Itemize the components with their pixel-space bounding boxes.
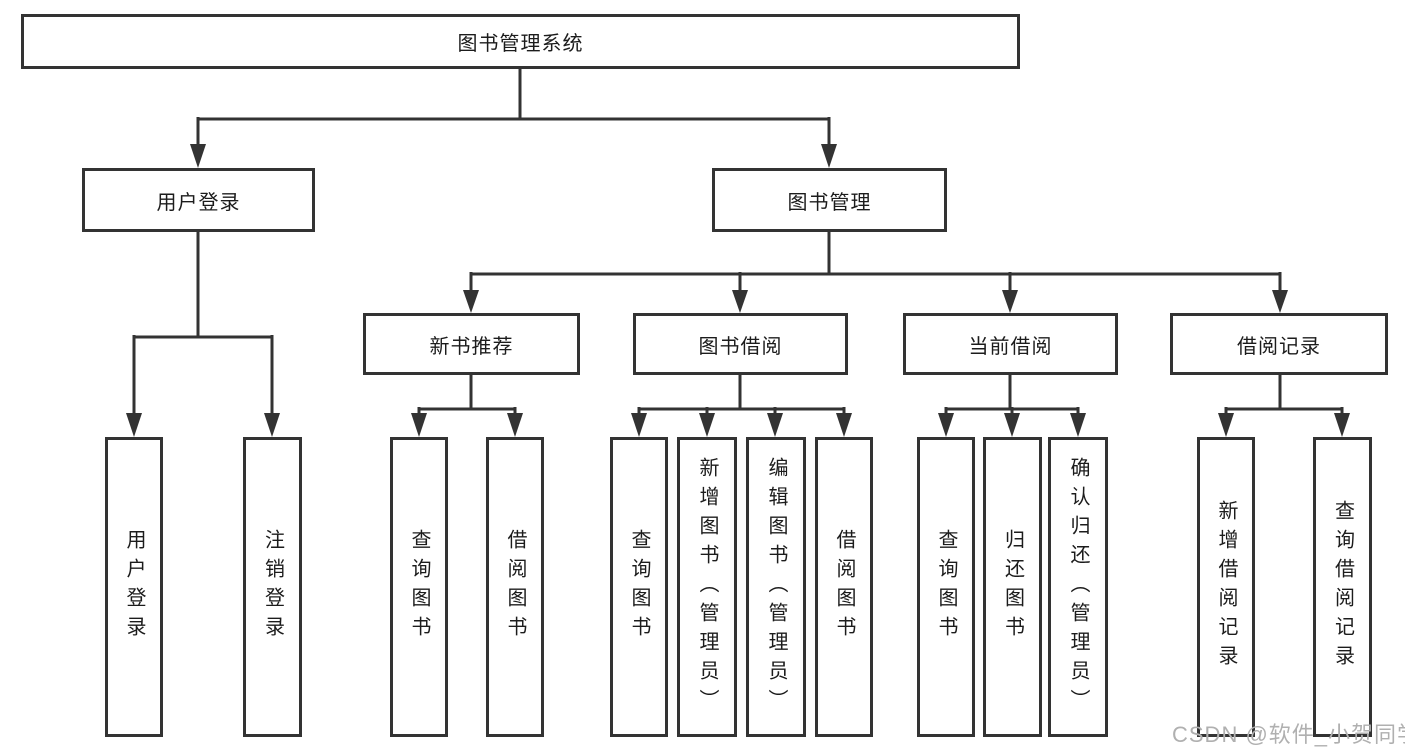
leaf-borrow-book-2-label: 借阅图书 (833, 529, 855, 645)
node-user-login-label: 用户登录 (156, 191, 241, 214)
leaf-edit-book-admin-label: 编辑图书（管理员） (765, 456, 787, 718)
leaf-return-book: 归还图书 (983, 437, 1042, 737)
node-book-borrow: 图书借阅 (633, 313, 848, 375)
leaf-user-login-label: 用户登录 (123, 529, 145, 645)
node-root-label: 图书管理系统 (457, 33, 584, 55)
node-new-book-recommend-label: 新书推荐 (429, 335, 514, 358)
watermark: CSDN @软件_小贺同学 (1172, 722, 1405, 747)
node-current-borrow: 当前借阅 (903, 313, 1118, 375)
node-current-borrow-label: 当前借阅 (968, 335, 1053, 358)
leaf-add-book-admin-label: 新增图书（管理员） (696, 456, 718, 718)
node-new-book-recommend: 新书推荐 (363, 313, 580, 375)
node-book-management: 图书管理 (712, 168, 947, 232)
leaf-confirm-return-admin-label: 确认归还（管理员） (1067, 456, 1089, 718)
node-book-borrow-label: 图书借阅 (698, 335, 783, 358)
leaf-query-book-1-label: 查询图书 (408, 529, 430, 645)
leaf-confirm-return-admin: 确认归还（管理员） (1048, 437, 1108, 737)
leaf-query-borrow-record-label: 查询借阅记录 (1331, 500, 1354, 674)
node-borrow-records-label: 借阅记录 (1237, 335, 1321, 358)
leaf-query-book-3: 查询图书 (917, 437, 975, 737)
node-root: 图书管理系统 (21, 14, 1020, 69)
leaf-user-login: 用户登录 (105, 437, 163, 737)
node-book-management-label: 图书管理 (787, 191, 872, 214)
leaf-add-book-admin: 新增图书（管理员） (677, 437, 737, 737)
leaf-return-book-label: 归还图书 (1001, 529, 1024, 645)
leaf-query-borrow-record: 查询借阅记录 (1313, 437, 1372, 737)
node-borrow-records: 借阅记录 (1170, 313, 1388, 375)
leaf-borrow-book-1: 借阅图书 (486, 437, 544, 737)
leaf-borrow-book-2: 借阅图书 (815, 437, 873, 737)
leaf-query-book-1: 查询图书 (390, 437, 448, 737)
leaf-edit-book-admin: 编辑图书（管理员） (746, 437, 806, 737)
node-user-login: 用户登录 (82, 168, 315, 232)
leaf-borrow-book-1-label: 借阅图书 (504, 529, 526, 645)
leaf-query-book-2: 查询图书 (610, 437, 668, 737)
leaf-logout-label: 注销登录 (261, 529, 284, 645)
leaf-logout: 注销登录 (243, 437, 302, 737)
leaf-query-book-3-label: 查询图书 (935, 529, 957, 645)
leaf-add-borrow-record-label: 新增借阅记录 (1215, 500, 1237, 674)
leaf-query-book-2-label: 查询图书 (628, 529, 650, 645)
leaf-add-borrow-record: 新增借阅记录 (1197, 437, 1255, 737)
